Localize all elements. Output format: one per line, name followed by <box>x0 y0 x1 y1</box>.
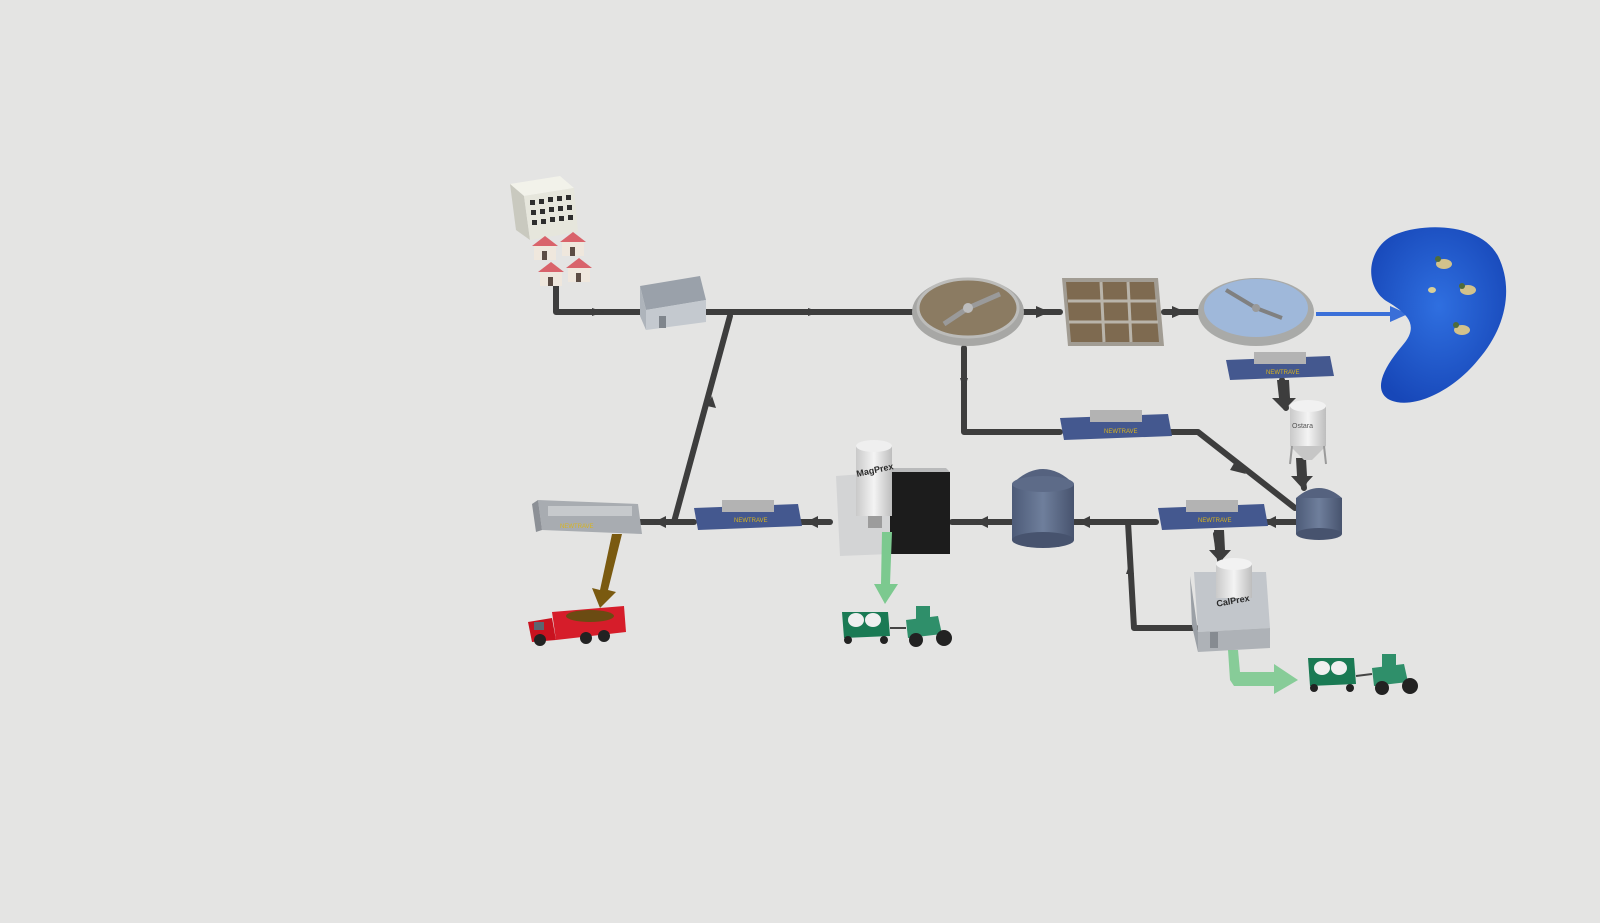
pipe-calprex-return <box>1125 519 1199 631</box>
flow-arrow <box>1230 460 1246 474</box>
chemical-silo: Ostara <box>1289 400 1327 465</box>
thickener-middle-label: NEWTRAVE <box>1104 429 1138 435</box>
calprex-unit: CalPrex <box>1190 558 1270 652</box>
primary-clarifier <box>912 277 1024 346</box>
flow-arrow <box>1126 562 1134 574</box>
house-icon <box>538 262 564 286</box>
flow-arrow <box>654 516 666 528</box>
flow-arrow <box>806 516 818 528</box>
sludge-dryer-label: NEWTRAVE <box>560 524 594 530</box>
silo-to-tank-arrow <box>1291 458 1313 488</box>
dewater-to-calprex-arrow <box>1209 530 1231 562</box>
sludge-storage-tank <box>1296 488 1342 540</box>
city-source <box>510 176 592 286</box>
pipe-clarifier-sludge <box>961 345 1063 435</box>
house-icon <box>532 236 558 260</box>
house-icon <box>566 258 592 282</box>
sludge-dryer: NEWTRAVE <box>532 500 642 534</box>
pipe-thickener-to-storage <box>1165 429 1298 511</box>
flow-arrow <box>1264 516 1276 528</box>
thickener-middle: NEWTRAVE <box>1060 410 1172 440</box>
flow-arrow <box>976 516 988 528</box>
magprex-product-arrow <box>874 532 898 604</box>
dewatering-press-right-label: NEWTRAVE <box>1198 518 1232 524</box>
flow-arrows <box>592 306 1309 574</box>
thickener-upper-label: NEWTRAVE <box>1266 370 1300 376</box>
calprex-product-arrow <box>1228 650 1298 694</box>
dryer-biosolids-arrow <box>592 534 622 608</box>
flow-arrow <box>1036 306 1050 318</box>
pipe-network <box>553 281 1307 631</box>
duck-icon <box>1459 283 1476 295</box>
magprex-unit: MagPrex <box>836 440 950 556</box>
flow-arrow <box>960 378 968 390</box>
final-clarifier <box>1198 278 1314 346</box>
flow-arrow <box>1078 516 1090 528</box>
dump-truck-icon <box>528 606 626 646</box>
dewatering-press-left-label: NEWTRAVE <box>734 518 768 524</box>
flow-arrow <box>592 308 604 316</box>
final-to-silo-arrow <box>1272 380 1296 410</box>
flow-arrow <box>707 396 716 408</box>
apartment-building-icon <box>510 176 578 240</box>
duck-icon <box>1428 287 1436 293</box>
aeration-basin <box>1062 278 1164 346</box>
pipe-return-line <box>671 313 733 525</box>
anaerobic-digester <box>1012 469 1074 548</box>
flow-arrow <box>1172 306 1186 318</box>
chemical-silo-label: Ostara <box>1292 423 1313 430</box>
effluent-arrow <box>1316 306 1408 322</box>
duck-icon <box>1435 256 1452 269</box>
receiving-water-pond <box>1371 227 1507 403</box>
duck-icon <box>1453 322 1470 335</box>
thickener-upper: NEWTRAVE <box>1226 352 1334 380</box>
dewatering-press-left: NEWTRAVE <box>694 500 802 530</box>
pump-station-building <box>640 276 706 330</box>
tractor-trailer-icon <box>842 606 952 647</box>
dewatering-press-right: NEWTRAVE <box>1158 500 1268 530</box>
pipe-city-to-pumpstation <box>553 281 643 315</box>
house-icon <box>560 232 586 256</box>
tractor-trailer-icon <box>1308 654 1418 695</box>
flow-arrow <box>808 308 820 316</box>
